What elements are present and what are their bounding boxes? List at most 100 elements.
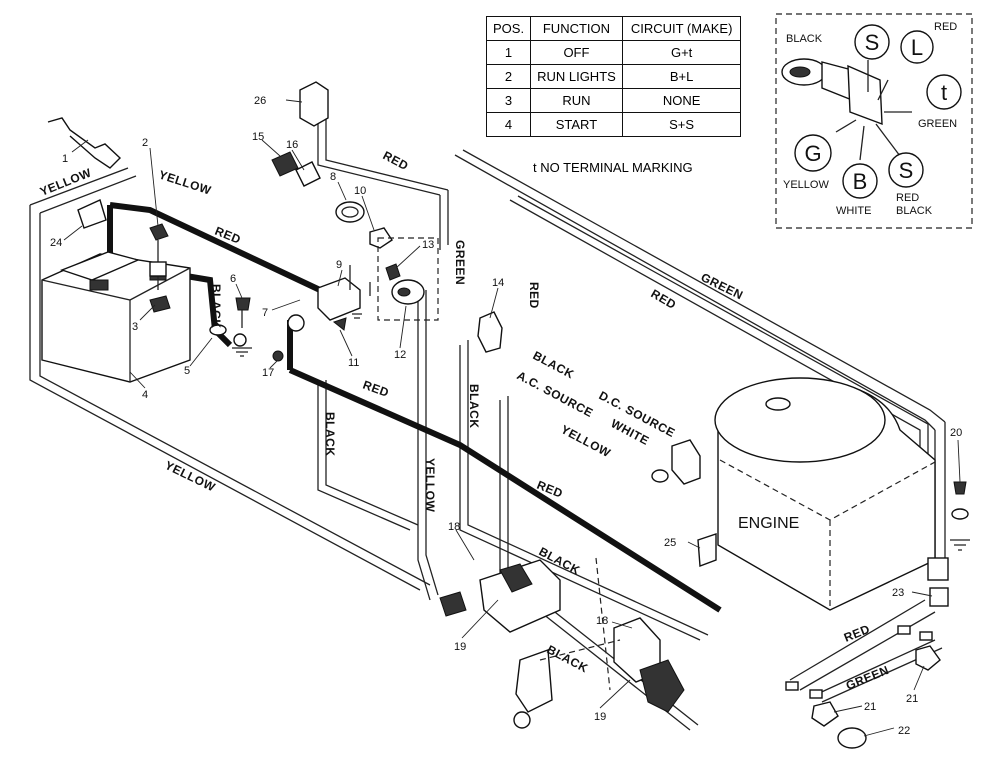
part-number-18: 18 [448,521,460,533]
leader-lines [63,99,961,737]
table-cell: 1 [485,40,532,65]
table-cell: B+L [621,64,742,89]
table-cell: OFF [530,40,623,65]
wire-label-red: RED [842,622,872,645]
terminal-b: B [853,169,868,194]
part-number-labels: 1 2 3 4 5 6 7 8 9 10 11 12 13 14 15 16 1… [50,95,962,737]
inset-frame [775,13,973,229]
part-number-1: 1 [62,153,68,165]
table-cell: NONE [621,88,742,113]
table-row: 2 RUN LIGHTS B+L [485,64,742,89]
wire-label-red: RED [527,282,541,309]
wire-label-yellow: YELLOW [559,422,614,460]
engine-label: ENGINE [738,515,799,532]
part-number-18: 18 [596,615,608,627]
wire-label-green: GREEN [699,270,746,302]
terminal-t: t [941,80,947,105]
part-number-19: 19 [454,641,466,653]
part-number-17: 17 [262,367,274,379]
part-number-21: 21 [906,693,918,705]
wire-label-yellow: YELLOW [423,458,437,513]
engine: ENGINE [714,377,936,611]
table-cell: START [530,112,623,137]
terminal-boot-icon [77,199,107,229]
terminal-s-top: S [865,30,880,55]
wire-label-ac-source: A.C. SOURCE [515,368,596,420]
part-number-11: 11 [348,357,359,369]
part-number-21: 21 [864,701,876,713]
terminal-g: G [804,141,821,166]
key-slot-icon [789,66,811,78]
part-number-10: 10 [354,185,366,197]
inset-label-red: RED [934,21,957,33]
part-number-15: 15 [252,131,264,143]
table-row: 3 RUN NONE [485,88,742,113]
part-number-20: 20 [950,427,962,439]
part-number-2: 2 [142,137,148,149]
bracket-icon [515,649,553,713]
table-note: t NO TERMINAL MARKING [533,160,693,175]
part-number-5: 5 [184,365,190,377]
connector-icon [927,557,949,581]
seat-switch-icon [479,559,561,633]
table-cell: S+S [621,112,742,137]
part-number-23: 23 [892,587,904,599]
wire-label-red: RED [649,286,679,312]
switch-housing-icon [847,64,883,126]
part-number-22: 22 [898,725,910,737]
inset-label-yellow: YELLOW [783,179,829,191]
grommet-icon [335,201,365,223]
inset-label-green: GREEN [918,118,957,130]
wire-label-yellow: YELLOW [38,165,94,198]
part-number-13: 13 [422,239,434,251]
switch-box [377,237,439,321]
bulb-icon [837,727,867,749]
table-header: FUNCTION [530,16,623,41]
table-cell: RUN [530,88,623,113]
part-number-6: 6 [230,273,236,285]
engine-connector-icon [671,439,701,485]
ground-bolt-icon [953,481,967,495]
inset-label-red-black: BLACK [896,205,933,217]
bolt-icon [235,297,251,311]
part-number-16: 16 [286,139,298,151]
switch-position-table: POS. FUNCTION CIRCUIT (MAKE) 1 OFF G+t 2… [485,16,742,137]
part-number-9: 9 [336,259,342,271]
inset-label-white: WHITE [836,205,871,217]
connector-plug-icon [299,81,329,127]
ignition-switch-inset: S L t G B S BLACK RED GREEN YELLOW WHITE… [775,13,973,229]
part-number-14: 14 [492,277,504,289]
battery [41,199,191,383]
table-cell: RUN LIGHTS [530,64,623,89]
inset-label-black: BLACK [786,33,823,45]
wire-label-black: BLACK [323,412,337,457]
battery-cap-icon [59,251,141,281]
table-header-row: POS. FUNCTION CIRCUIT (MAKE) [485,16,742,41]
battery-cable [109,202,722,613]
part-number-8: 8 [330,171,336,183]
part-number-12: 12 [394,349,406,361]
part-number-3: 3 [132,321,138,333]
terminal-l: L [911,35,923,60]
wing-nut-icon [149,223,169,241]
part-number-26: 26 [254,95,266,107]
part-number-4: 4 [142,389,148,401]
table-cell: 4 [485,112,532,137]
part-number-7: 7 [262,307,268,319]
table-header: POS. [485,16,532,41]
components [47,81,970,749]
part-number-19: 19 [594,711,606,723]
wire-label-yellow: YELLOW [157,168,213,198]
wing-nut-icon [915,645,941,671]
terminal-block-icon [477,311,503,353]
inset-label-red-black: RED [896,192,919,204]
wire-label-red: RED [381,148,411,173]
wire-label-black: BLACK [467,384,481,429]
clip-icon [697,533,717,567]
terminal-s-bottom: S [899,158,914,183]
table-row: 4 START S+S [485,112,742,137]
table-row: 1 OFF G+t [485,40,742,65]
wire-label-green: GREEN [453,240,467,285]
